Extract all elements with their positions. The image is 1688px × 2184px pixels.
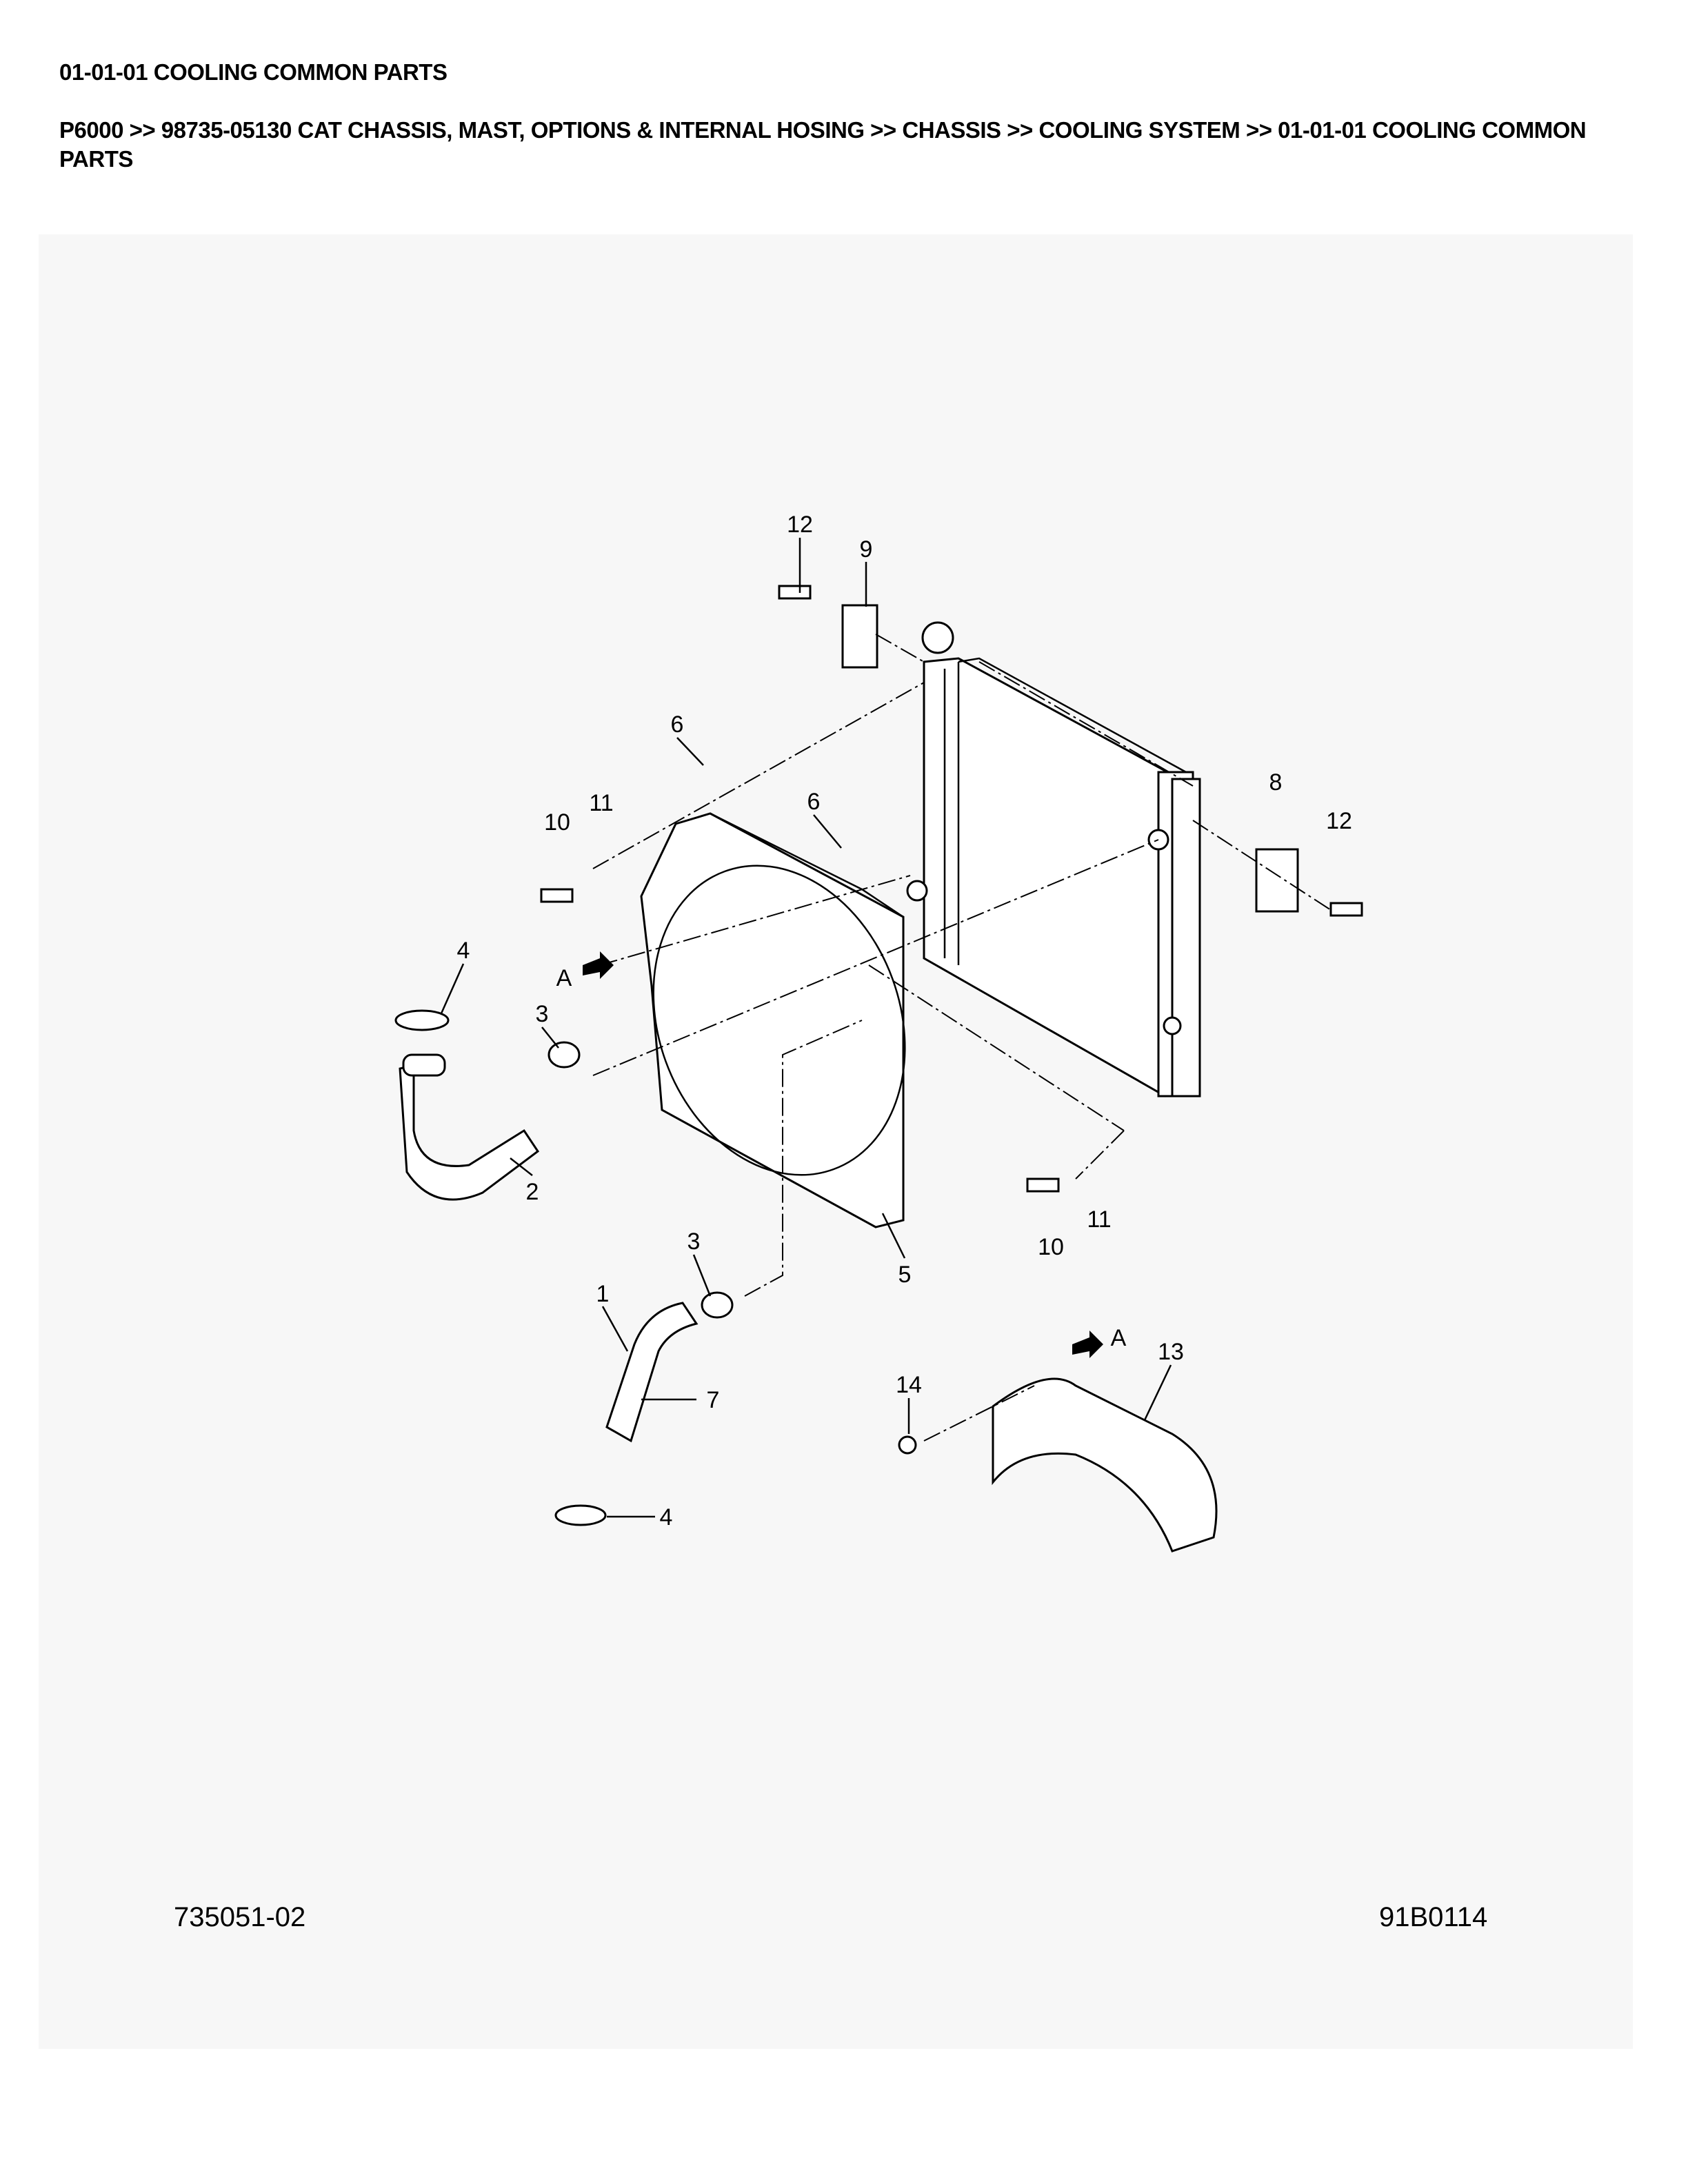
clamp-4-top — [394, 1009, 450, 1031]
bolt-12-top — [778, 585, 812, 600]
clamp-3-bottom — [701, 1291, 734, 1319]
bracket-8 — [1255, 848, 1299, 913]
callout-4: 4 — [457, 938, 470, 964]
callout-3: 3 — [687, 1228, 701, 1255]
clamp-4-bottom — [554, 1504, 607, 1526]
view-arrow-a-left — [583, 951, 614, 979]
callout-8: 8 — [1269, 769, 1283, 796]
bracket-9 — [841, 604, 878, 669]
bolt-12-right — [1329, 902, 1363, 917]
figure-code: 91B0114 — [1379, 1902, 1487, 1932]
view-marker-a-right: A — [1111, 1325, 1127, 1351]
radiator — [906, 621, 1201, 1098]
leader-lines — [440, 538, 1172, 1518]
callout-10: 10 — [544, 809, 570, 836]
callout-12: 12 — [787, 512, 813, 538]
callout-3: 3 — [536, 1001, 549, 1027]
bolt-10-left — [540, 888, 574, 903]
fan-guard — [992, 1377, 1218, 1553]
callout-5: 5 — [898, 1262, 912, 1288]
drawing-number: 735051-02 — [174, 1902, 305, 1932]
callout-6: 6 — [807, 789, 821, 815]
callout-12: 12 — [1326, 808, 1352, 834]
callout-11: 11 — [1087, 1206, 1111, 1233]
callout-9: 9 — [860, 536, 873, 563]
callout-2: 2 — [526, 1179, 539, 1205]
bolt-14 — [898, 1435, 917, 1455]
breadcrumb: P6000 >> 98735-05130 CAT CHASSIS, MAST, … — [59, 117, 1587, 172]
assembly-lines — [592, 634, 1332, 1442]
callout-14: 14 — [896, 1372, 922, 1398]
callout-7: 7 — [707, 1387, 720, 1413]
callout-11: 11 — [589, 790, 613, 816]
hose-clamp — [402, 1053, 446, 1077]
view-marker-a-left: A — [556, 965, 572, 991]
callout-4: 4 — [660, 1504, 673, 1530]
fan-shroud — [640, 812, 906, 1228]
callout-13: 13 — [1158, 1339, 1184, 1365]
clamp-3-top — [547, 1041, 581, 1069]
page-title: 01-01-01 COOLING COMMON PARTS — [59, 59, 448, 85]
callout-10: 10 — [1038, 1234, 1064, 1260]
upper-hose — [399, 1064, 540, 1201]
view-arrow-a-right — [1072, 1331, 1103, 1358]
callout-6: 6 — [671, 711, 684, 738]
bolt-10-right — [1026, 1177, 1060, 1193]
lower-hose — [605, 1302, 699, 1443]
callout-1: 1 — [596, 1281, 610, 1307]
